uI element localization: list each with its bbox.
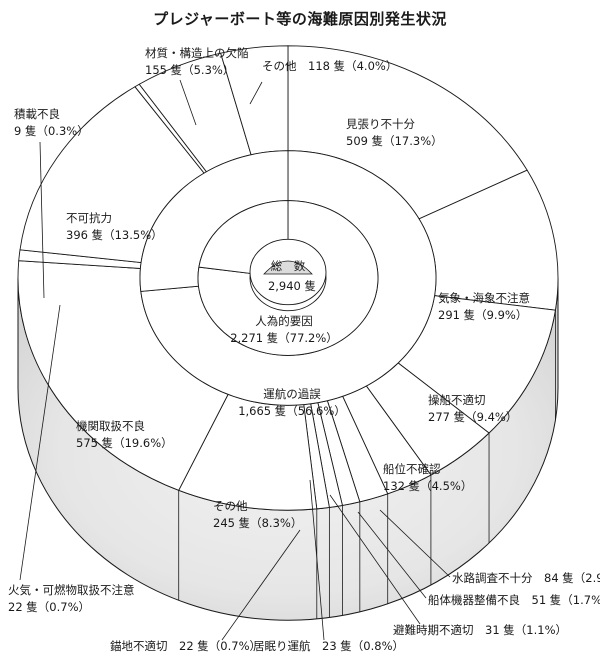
total-label: 総 数: [271, 259, 306, 273]
outer-label-value-13: 9 隻（0.3%）: [14, 124, 89, 138]
outer-label-value-3: 132 隻（4.5%）: [383, 479, 472, 493]
outer-label-8: 錨地不適切 22 隻（0.7%）: [110, 639, 261, 653]
leader-line-7: [309, 479, 325, 641]
outer-label-value-0: 509 隻（17.3%）: [346, 134, 443, 148]
outer-label-name-9: その他: [213, 499, 248, 513]
outer-label-7: 居眠り運航 23 隻（0.8%）: [253, 639, 404, 653]
chart-title: プレジャーボート等の海難原因別発生状況: [153, 10, 447, 28]
outer-label-name-14: 材質・構造上の欠陥: [145, 46, 249, 60]
outer-label-name-2: 操船不適切: [428, 393, 486, 407]
outer-label-name-1: 気象・海象不注意: [438, 291, 530, 305]
outer-label-value-2: 277 隻（9.4%）: [428, 410, 517, 424]
outer-label-name-10: 機関取扱不良: [76, 419, 145, 433]
leader-line-11: [19, 304, 61, 581]
center-hub-mark: [263, 260, 313, 275]
outer-label-value-9: 245 隻（8.3%）: [213, 516, 302, 530]
leader-line-6: [329, 494, 421, 625]
leader-line-14: [179, 79, 197, 126]
outer-label-15: その他 118 隻（4.0%）: [262, 59, 397, 73]
outer-label-name-12: 不可抗力: [66, 211, 112, 225]
outer-label-4: 水路調査不十分 84 隻（2.9%）: [452, 571, 600, 585]
leader-line-8: [221, 529, 301, 641]
inner-label-value: 2,271 隻（77.2%）: [230, 331, 338, 345]
outer-label-value-14: 155 隻（5.3%）: [145, 63, 234, 77]
outer-label-name-13: 積載不良: [14, 107, 60, 121]
inner-label-name: 人為的要因: [255, 314, 313, 328]
outer-label-name-0: 見張り不十分: [346, 117, 415, 131]
middle-label-value: 1,665 隻（56.6%）: [238, 404, 346, 418]
outer-label-value-12: 396 隻（13.5%）: [66, 228, 163, 242]
outer-label-6: 避難時期不適切 31 隻（1.1%）: [393, 623, 567, 637]
outer-label-5: 船体機器整備不良 51 隻（1.7%）: [428, 593, 600, 607]
outer-label-value-1: 291 隻（9.9%）: [438, 308, 527, 322]
outer-label-name-11: 火気・可燃物取扱不注意: [8, 583, 135, 597]
outer-label-name-3: 船位不確認: [383, 462, 441, 476]
leader-line-5: [357, 511, 427, 599]
leader-line-4: [379, 509, 451, 578]
inner-segment-0: [197, 200, 379, 356]
total-value: 2,940 隻: [268, 279, 316, 293]
outer-label-value-10: 575 隻（19.6%）: [76, 436, 173, 450]
middle-label-name: 運航の過誤: [263, 387, 321, 401]
outer-label-value-11: 22 隻（0.7%）: [8, 600, 90, 614]
leader-line-15: [249, 81, 263, 105]
leader-line-13: [39, 141, 45, 299]
